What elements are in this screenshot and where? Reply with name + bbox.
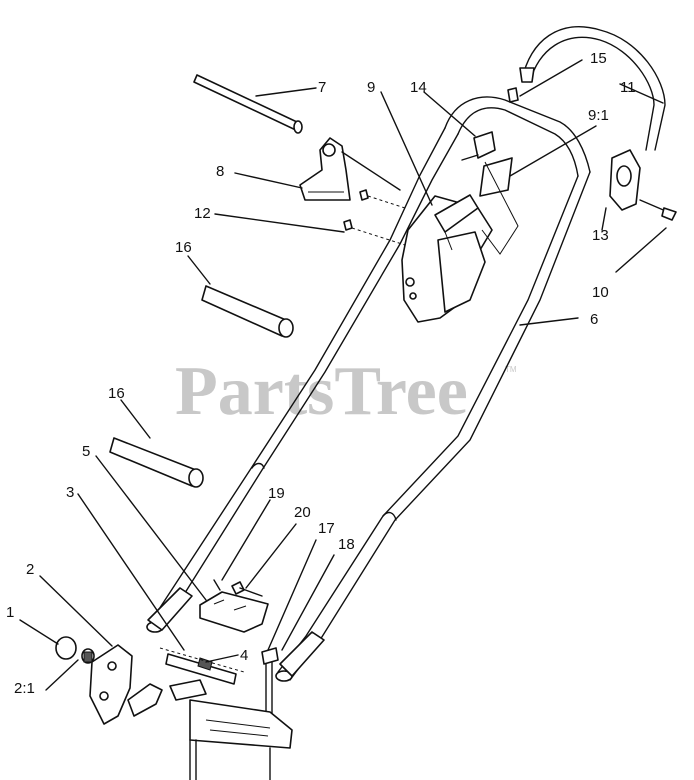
- callout-15: 15: [590, 50, 607, 67]
- nut-part-15: [507, 87, 519, 103]
- callout-7: 7: [318, 79, 326, 96]
- rod-part-16-upper: [201, 285, 294, 338]
- callout-8: 8: [216, 163, 224, 180]
- watermark-tm: TM: [505, 365, 517, 374]
- screws-part-12: [343, 189, 406, 246]
- housing-part-2: [89, 644, 163, 725]
- base-frame: [169, 679, 293, 780]
- block-part-17: [261, 647, 279, 729]
- callout-2-1: 2:1: [14, 680, 35, 697]
- callout-20: 20: [294, 504, 311, 521]
- callout-4: 4: [240, 647, 248, 664]
- callout-16-lower: 16: [108, 385, 125, 402]
- callout-1: 1: [6, 604, 14, 621]
- bracket-part-8: [299, 137, 401, 201]
- decal-part-9-1: [479, 157, 513, 197]
- watermark: PartsTree: [175, 353, 468, 430]
- loop-part-11: [519, 26, 666, 151]
- callout-9-1: 9:1: [588, 107, 609, 124]
- callout-19: 19: [268, 485, 285, 502]
- control-bracket-part-9: [401, 194, 493, 323]
- clip-part-14: [473, 131, 496, 159]
- bolt-part-20: [231, 581, 263, 597]
- callout-2: 2: [26, 561, 34, 578]
- rod-part-16-lower: [109, 437, 204, 488]
- callout-14: 14: [410, 79, 427, 96]
- callout-3: 3: [66, 484, 74, 501]
- callout-12: 12: [194, 205, 211, 222]
- callouts: 7 9 14 15 11 9:1 8 12 16 13 10 6 16 5 3 …: [6, 50, 636, 697]
- callout-16-upper: 16: [175, 239, 192, 256]
- leader-lines: [19, 59, 667, 691]
- callout-17: 17: [318, 520, 335, 537]
- handle-part-6: [146, 96, 591, 682]
- bolt-part-3: [159, 647, 245, 685]
- callout-18: 18: [338, 536, 355, 553]
- callout-10: 10: [592, 284, 609, 301]
- callout-6: 6: [590, 311, 598, 328]
- lower-bracket-part-5: [199, 579, 269, 633]
- clamp-part-13: [609, 149, 677, 221]
- callout-5: 5: [82, 443, 90, 460]
- rod-part-7: [193, 74, 303, 134]
- knob-part-1: [55, 636, 95, 664]
- callout-13: 13: [592, 227, 609, 244]
- callout-9: 9: [367, 79, 375, 96]
- callout-11: 11: [620, 79, 636, 96]
